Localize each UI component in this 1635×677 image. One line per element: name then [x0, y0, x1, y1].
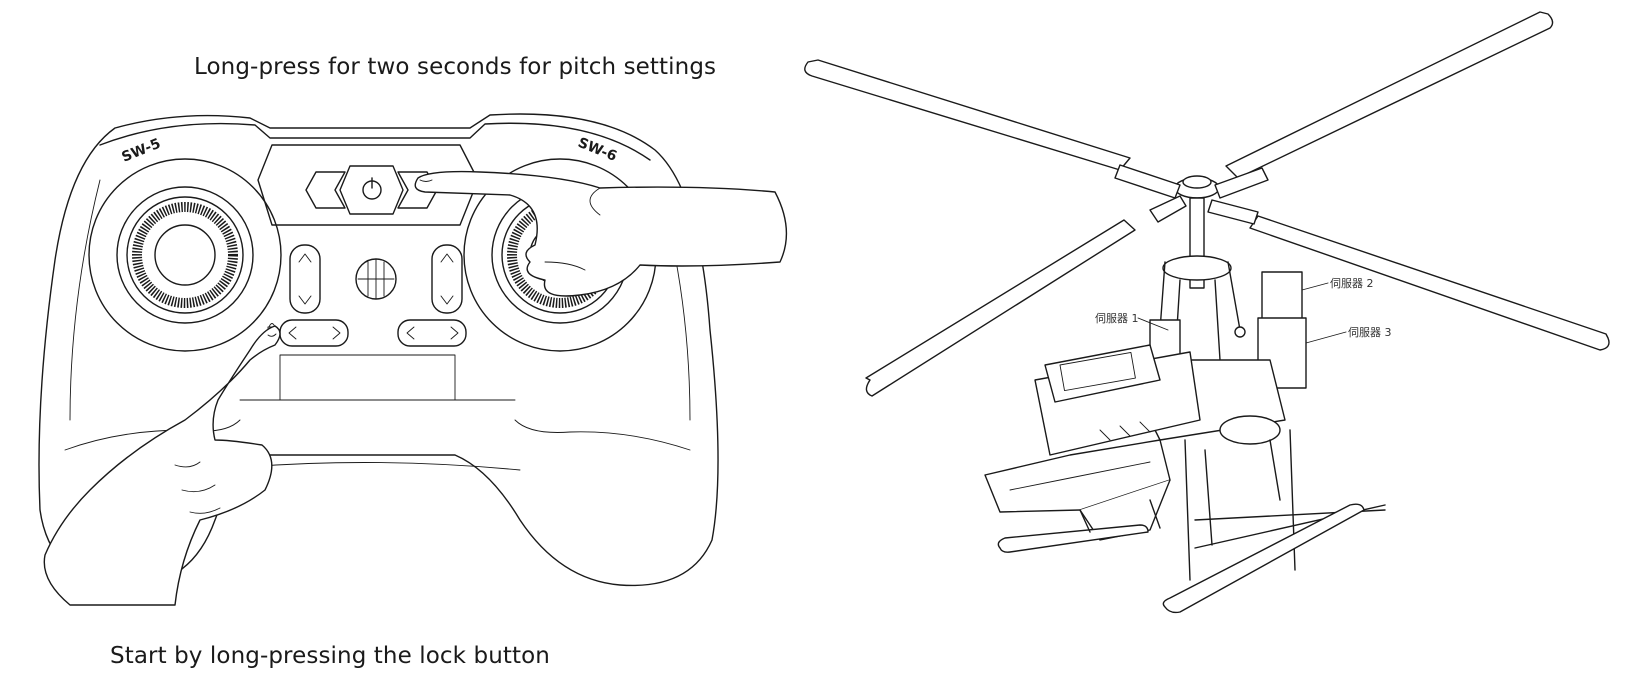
left-vertical-trim — [289, 244, 321, 314]
lock-button-instruction: Start by long-pressing the lock button — [110, 643, 550, 669]
power-button — [339, 165, 404, 215]
swashplate — [1162, 255, 1232, 281]
rotor-blade-rear-left — [804, 59, 1131, 171]
landing-gear — [997, 429, 1386, 614]
helicopter: 伺服器 2 伺服器 3 伺服器 1 — [804, 11, 1610, 614]
servo-1-label: 伺服器 1 — [1095, 312, 1139, 325]
left-arrow-button — [305, 171, 346, 209]
left-horizontal-trim — [279, 319, 349, 347]
servo-3-label: 伺服器 3 — [1348, 326, 1392, 339]
servo-2-label: 伺服器 2 — [1330, 277, 1374, 290]
rotor-blade-rear-right — [1225, 11, 1554, 179]
remote-controller: SW-5 SW-6 — [38, 113, 788, 606]
left-joystick — [88, 158, 282, 352]
right-vertical-trim — [431, 244, 463, 314]
pitch-settings-instruction: Long-press for two seconds for pitch set… — [194, 54, 717, 80]
right-horizontal-trim — [397, 319, 467, 347]
rotor-blade-front-left — [865, 219, 1136, 397]
left-hand — [43, 325, 281, 606]
